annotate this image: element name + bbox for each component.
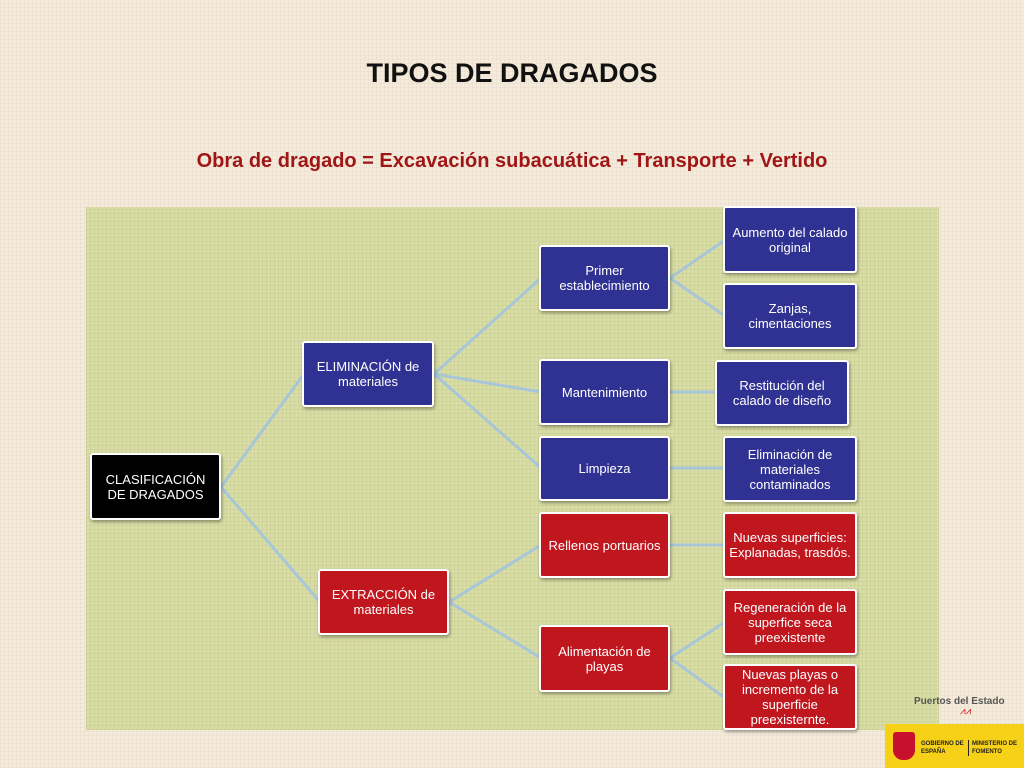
node-mantenimiento: Mantenimiento bbox=[539, 359, 670, 425]
connector bbox=[668, 276, 727, 318]
gobierno-label: GOBIERNO DE ESPAÑA bbox=[921, 741, 964, 755]
puertos-wave-icon: ⩘⩘ bbox=[960, 706, 972, 717]
connector bbox=[668, 656, 727, 700]
connector bbox=[447, 600, 543, 660]
connector bbox=[219, 485, 322, 604]
puertos-del-estado-logo: Puertos del Estado bbox=[914, 696, 1005, 707]
connector bbox=[668, 620, 727, 660]
node-zanjas: Zanjas, cimentaciones bbox=[723, 283, 857, 349]
node-restitucion: Restitución del calado de diseño bbox=[715, 360, 849, 426]
node-regeneracion: Regeneración de la superfice seca preexi… bbox=[723, 589, 857, 655]
connector bbox=[432, 276, 543, 376]
coat-of-arms-icon bbox=[893, 732, 915, 760]
node-eliminacion: ELIMINACIÓN de materiales bbox=[302, 341, 434, 407]
node-alimentacion-playas: Alimentación de playas bbox=[539, 625, 670, 692]
node-extraccion: EXTRACCIÓN de materiales bbox=[318, 569, 449, 635]
node-limpieza: Limpieza bbox=[539, 436, 670, 501]
node-nuevas-playas: Nuevas playas o incremento de la superfi… bbox=[723, 664, 857, 730]
node-primer-establecimiento: Primer establecimiento bbox=[539, 245, 670, 311]
node-nuevas-superficies: Nuevas superficies: Explanadas, trasdós. bbox=[723, 512, 857, 578]
page-subtitle: Obra de dragado = Excavación subacuática… bbox=[196, 150, 828, 172]
ministerio-label: MINISTERIO DE FOMENTO bbox=[968, 740, 1020, 756]
node-eliminacion-contaminados: Eliminación de materiales contaminados bbox=[723, 436, 857, 502]
node-aumento-calado: Aumento del calado original bbox=[723, 206, 857, 273]
node-clasificacion: CLASIFICACIÓN DE DRAGADOS bbox=[90, 453, 221, 520]
node-rellenos-portuarios: Rellenos portuarios bbox=[539, 512, 670, 578]
connector bbox=[447, 543, 543, 604]
connector bbox=[432, 372, 543, 394]
connector bbox=[432, 372, 543, 470]
connector bbox=[219, 372, 306, 489]
connector bbox=[668, 238, 727, 280]
page-title: TIPOS DE DRAGADOS bbox=[366, 58, 658, 88]
